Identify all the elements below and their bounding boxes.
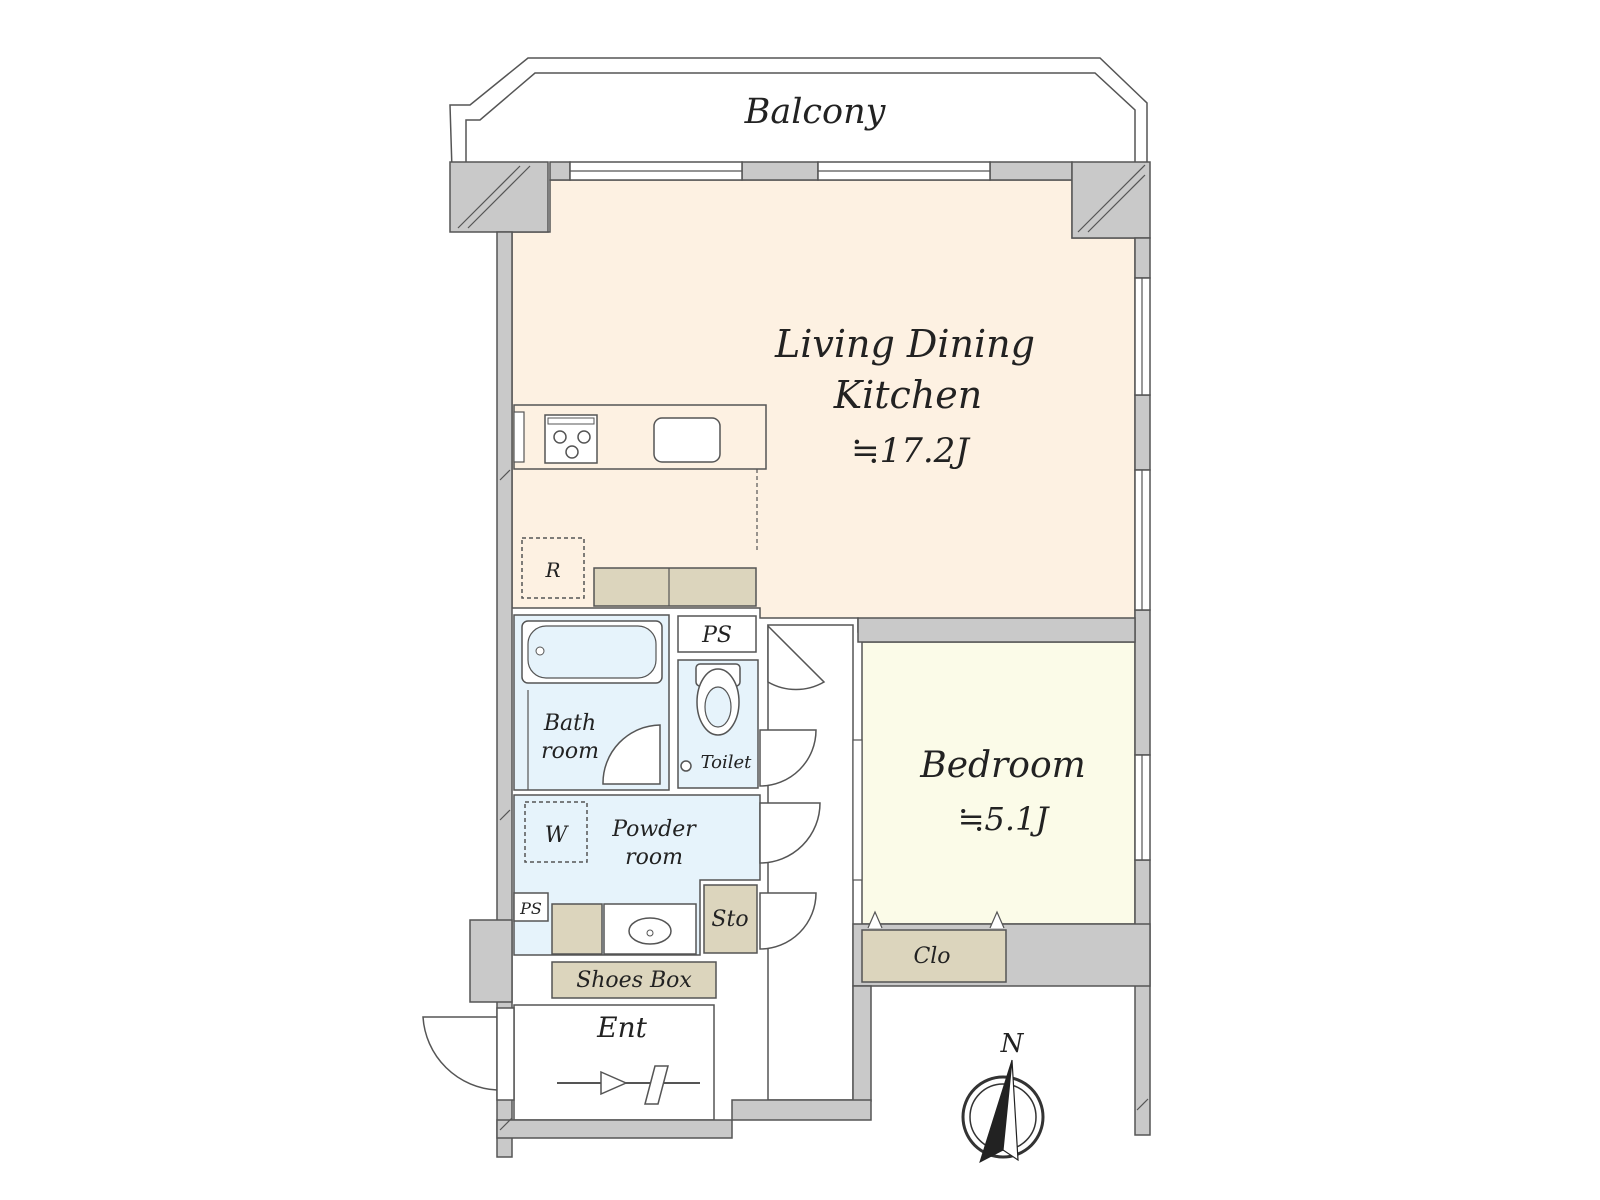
storage-label: Sto xyxy=(711,907,748,932)
shoes-box-label: Shoes Box xyxy=(576,968,692,993)
powder-label-line2: room xyxy=(625,845,683,870)
toilet-door[interactable] xyxy=(759,729,817,787)
kitchen-counter xyxy=(513,404,767,550)
windows xyxy=(569,161,1151,861)
bathtub-icon xyxy=(521,620,663,684)
bedroom-label: Bedroom xyxy=(919,745,1086,786)
ldk-label-line1: Living Dining xyxy=(774,322,1035,366)
bath-label-line2: room xyxy=(541,739,599,764)
entrance-door[interactable] xyxy=(422,1016,498,1091)
bath-door[interactable] xyxy=(602,724,661,785)
pipe-space-upper-label: PS xyxy=(701,623,732,648)
refrigerator-label: R xyxy=(544,558,560,582)
bath-label-line1: Bath xyxy=(543,711,596,736)
corridor-floor xyxy=(767,624,854,1101)
bedroom-area: ≒5.1J xyxy=(958,800,1051,838)
kitchen-cabinet xyxy=(593,567,757,607)
balcony: Balcony xyxy=(449,57,1148,171)
toilet-label: Toilet xyxy=(701,752,753,773)
storage: Sto xyxy=(703,884,758,954)
powder-door[interactable] xyxy=(759,802,821,864)
pipe-space-upper: PS xyxy=(677,615,757,653)
ldk-label-line2: Kitchen xyxy=(833,373,983,417)
bedroom-sliding-door[interactable] xyxy=(852,739,863,881)
shoes-box: Shoes Box xyxy=(551,961,717,999)
powder-label-line1: Powder xyxy=(611,817,697,842)
toilet-icon xyxy=(680,663,741,772)
ldk-area: ≒17.2J xyxy=(851,431,971,471)
entrance-label: Ent xyxy=(596,1011,647,1044)
basin-icon xyxy=(603,903,697,955)
closet: Clo xyxy=(861,910,1007,983)
corridor-door[interactable] xyxy=(767,624,826,691)
closet-label: Clo xyxy=(913,944,950,969)
entrance-floor xyxy=(513,1004,715,1121)
storage-door[interactable] xyxy=(759,892,817,950)
balcony-label: Balcony xyxy=(744,92,887,132)
sink-icon xyxy=(653,417,721,463)
washer: W xyxy=(524,801,588,863)
bedroom-floor xyxy=(861,641,1136,925)
compass-north-label: N xyxy=(1000,1029,1025,1059)
stove-icon xyxy=(544,414,598,464)
pipe-space-lower: PS xyxy=(513,892,549,922)
pipe-space-lower-label: PS xyxy=(519,899,542,918)
north-compass-icon: N xyxy=(961,1029,1045,1164)
refrigerator: R xyxy=(521,537,585,599)
vanity-cabinet xyxy=(551,903,603,955)
entrance-step-icon xyxy=(557,1065,700,1105)
washer-label: W xyxy=(545,823,570,848)
